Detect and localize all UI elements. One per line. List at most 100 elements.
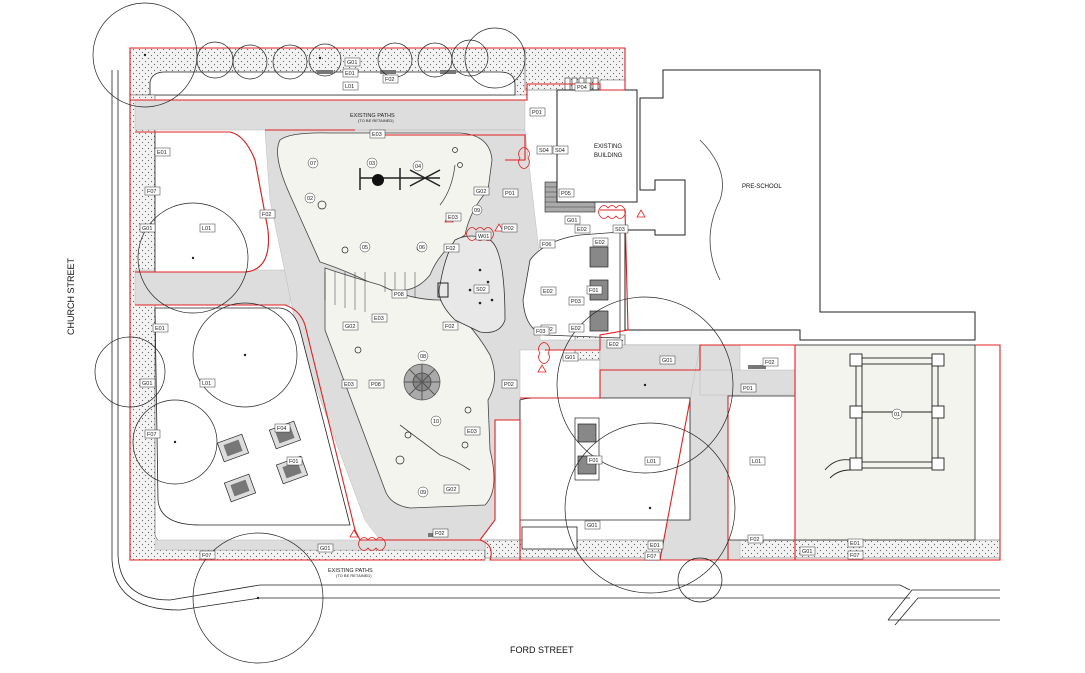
svg-text:P01: P01 [532,110,542,116]
tag-g01-s: G01 [317,543,334,553]
tag-l01-w: L01 [199,223,216,233]
equipment-number-n03: 03 [366,157,378,169]
tag-e03-c: E03 [341,379,358,389]
tag-e02-c: E02 [540,286,557,296]
svg-text:G01: G01 [320,546,330,552]
tag-f01-c: F01 [586,455,603,465]
tag-e03-d: E03 [464,426,481,436]
tag-w01: W01 [475,231,492,241]
svg-text:05: 05 [362,245,368,251]
playground-north [277,132,493,291]
equipment-number-n08: 08 [417,350,429,362]
equipment-number-n01: 01 [891,408,903,420]
svg-text:E01: E01 [650,543,660,549]
tag-f07-w: F07 [144,186,161,196]
tag-f02-s: F02 [432,528,449,538]
svg-text:S03: S03 [615,227,625,233]
tag-g01-b: G01 [564,215,581,225]
svg-text:S04: S04 [539,148,549,154]
tag-p08-a: P08 [391,289,408,299]
svg-text:G01: G01 [565,355,575,361]
svg-text:03: 03 [369,161,375,167]
svg-text:F02: F02 [446,246,455,252]
south-paths-note: (TO BE RETAINED) [336,573,372,578]
north-paths-label: EXISTING PATHS [350,113,395,119]
tag-p01-e: P01 [740,383,757,393]
tag-l01-d: L01 [749,456,766,466]
equipment-number-n09a: 09 [471,204,483,216]
svg-text:L01: L01 [202,381,211,387]
tag-e02-a: E02 [574,224,591,234]
svg-text:E02: E02 [543,289,553,295]
east-play-area [794,344,976,541]
svg-text:W01: W01 [478,234,489,240]
tag-p04-top: P04 [574,82,591,92]
tag-e01-w2: E01 [152,323,169,333]
svg-text:L01: L01 [345,84,354,90]
equipment-number-n05: 05 [359,241,371,253]
tag-g02-b: G02 [342,321,359,331]
svg-text:F04: F04 [277,426,286,432]
svg-text:E01: E01 [345,71,355,77]
tag-p02-b: P02 [501,379,518,389]
svg-text:E01: E01 [850,541,860,547]
tag-f03: F03 [533,326,550,336]
svg-text:09: 09 [420,490,426,496]
tag-f02-w: F02 [259,209,276,219]
svg-text:F01: F01 [589,288,598,294]
tag-l01-top: L01 [342,81,359,91]
tag-l01-c: L01 [644,456,661,466]
south-paths-label: EXISTING PATHS [328,568,373,574]
svg-text:L01: L01 [752,459,761,465]
svg-text:06: 06 [419,245,425,251]
tag-g01-c: G01 [562,352,579,362]
preschool-label: PRE-SCHOOL [742,184,782,190]
church-street-label: CHURCH STREET [66,257,76,335]
tag-g01-top: G01 [344,57,361,67]
tag-s02: S02 [473,284,490,294]
svg-text:G01: G01 [142,226,152,232]
svg-text:P01: P01 [505,191,515,197]
svg-text:P03: P03 [571,299,581,305]
playground-areas [277,132,621,509]
svg-text:F02: F02 [435,531,444,537]
svg-text:G02: G02 [446,487,456,493]
svg-text:L01: L01 [202,226,211,232]
svg-text:S02: S02 [476,287,486,293]
tag-f02-a: F02 [443,243,460,253]
tag-e01-top: E01 [342,68,359,78]
svg-text:F02: F02 [750,537,759,543]
svg-text:P02: P02 [504,382,514,388]
svg-text:G01: G01 [567,218,577,224]
svg-text:10: 10 [433,419,439,425]
svg-text:E03: E03 [374,316,384,322]
svg-text:F02: F02 [445,324,454,330]
tag-g01-e: G01 [584,520,601,530]
tag-e03-top: E03 [369,129,386,139]
tag-l01-w2: L01 [199,378,216,388]
svg-text:F06: F06 [542,242,551,248]
svg-text:F07: F07 [647,554,656,560]
svg-text:08: 08 [420,354,426,360]
tag-g01-w: G01 [139,223,156,233]
equipment-number-n04: 04 [412,160,424,172]
tag-p01-mid: P01 [502,188,519,198]
tag-s03: S03 [612,224,629,234]
svg-text:L01: L01 [647,459,656,465]
tag-e01-e: E01 [647,540,664,550]
svg-text:E01: E01 [155,326,165,332]
svg-text:09: 09 [474,208,480,214]
tag-f02-b: F02 [442,321,459,331]
svg-text:G01: G01 [587,523,597,529]
tag-g01-f: G01 [799,546,816,556]
svg-text:E03: E03 [467,429,477,435]
svg-text:01: 01 [894,412,900,418]
tag-e02-f: E02 [606,339,623,349]
svg-text:G01: G01 [802,549,812,555]
tag-f07-e: F07 [644,551,661,561]
svg-text:F03: F03 [536,329,545,335]
equipment-number-n10: 10 [430,415,442,427]
tag-g01-d: G01 [659,355,676,365]
